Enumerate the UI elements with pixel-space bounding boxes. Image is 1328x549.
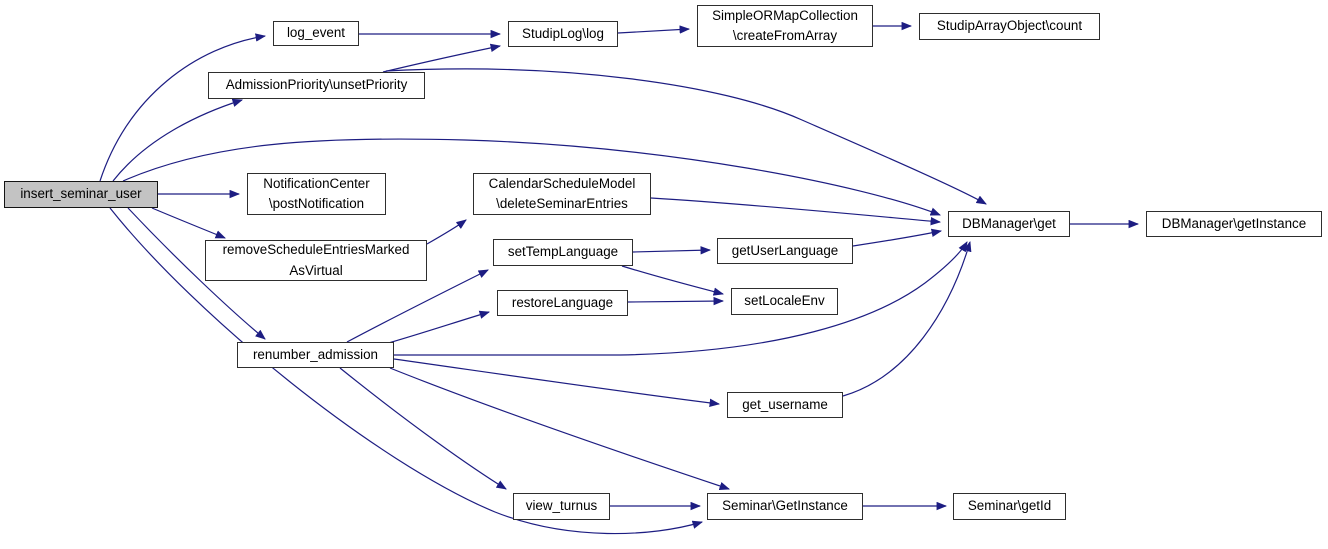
node-label-line: CalendarScheduleModel: [488, 175, 636, 191]
node-label-line: view_turnus: [525, 498, 598, 514]
node-get-username[interactable]: get_username: [727, 392, 843, 418]
node-studip-log-log[interactable]: StudipLog\log: [508, 21, 618, 47]
node-notification-center-post-notification[interactable]: NotificationCenter \postNotification: [247, 173, 386, 215]
node-log-event[interactable]: log_event: [273, 21, 359, 46]
edge-admission-priority-unset-priority-to-db-manager-get: [385, 68, 987, 205]
node-view-turnus[interactable]: view_turnus: [513, 493, 610, 520]
node-label-line: SimpleORMapCollection: [712, 7, 858, 23]
node-db-manager-get[interactable]: DBManager\get: [948, 211, 1070, 237]
node-studip-array-object-count[interactable]: StudipArrayObject\count: [919, 13, 1100, 40]
edge-renumber-admission-to-view-turnus: [339, 367, 507, 490]
node-seminar-get-id[interactable]: Seminar\getId: [953, 493, 1066, 520]
edge-admission-priority-unset-priority-to-studip-log-log: [382, 43, 502, 73]
node-label-line: log_event: [286, 25, 346, 41]
node-simple-ormap-collection-create-from-array[interactable]: SimpleORMapCollection \createFromArray: [697, 5, 873, 47]
edge-remove-schedule-entries-marked-as-virtual-to-calendar-schedule-model-delete-seminar-entries: [426, 219, 467, 245]
node-label-line: insert_seminar_user: [20, 186, 142, 202]
node-label-line: NotificationCenter: [263, 175, 370, 191]
edge-insert-seminar-user-to-db-manager-get: [122, 138, 941, 216]
node-set-temp-language[interactable]: setTempLanguage: [493, 239, 633, 266]
edge-calendar-schedule-model-delete-seminar-entries-to-db-manager-get: [650, 197, 942, 226]
node-label-line: \createFromArray: [732, 28, 838, 43]
node-renumber-admission[interactable]: renumber_admission: [237, 342, 394, 368]
node-label-line: restoreLanguage: [511, 294, 614, 310]
edge-get-user-language-to-db-manager-get: [852, 228, 943, 247]
node-db-manager-get-instance[interactable]: DBManager\getInstance: [1146, 211, 1322, 237]
edge-renumber-admission-to-set-temp-language: [346, 269, 489, 343]
edge-insert-seminar-user-to-remove-schedule-entries-marked-as-virtual: [151, 207, 226, 239]
edge-insert-seminar-user-to-seminar-get-instance: [109, 207, 704, 535]
node-label-line: removeScheduleEntriesMarked: [222, 242, 410, 258]
node-seminar-get-instance[interactable]: Seminar\GetInstance: [707, 493, 863, 520]
node-label-line: setTempLanguage: [507, 244, 619, 260]
edge-set-temp-language-to-get-user-language: [632, 246, 712, 255]
node-label-line: DBManager\getInstance: [1161, 215, 1307, 231]
node-insert-seminar-user: insert_seminar_user: [4, 181, 158, 208]
node-label-line: StudipLog\log: [522, 25, 604, 41]
edge-studip-log-log-to-simple-ormap-collection-create-from-array: [617, 25, 691, 34]
node-label-line: \deleteSeminarEntries: [496, 196, 628, 211]
node-label-line: \postNotification: [268, 196, 365, 211]
node-calendar-schedule-model-delete-seminar-entries[interactable]: CalendarScheduleModel \deleteSeminarEntri…: [473, 173, 651, 215]
node-admission-priority-unset-priority[interactable]: AdmissionPriority\unsetPriority: [208, 72, 425, 99]
edge-insert-seminar-user-to-log-event: [99, 33, 267, 182]
node-label-line: AsVirtual: [289, 262, 343, 278]
edge-get-username-to-db-manager-get: [842, 240, 972, 397]
node-get-user-language[interactable]: getUserLanguage: [717, 238, 853, 264]
node-label-line: getUserLanguage: [731, 242, 839, 258]
node-label-line: renumber_admission: [252, 346, 379, 362]
edge-insert-seminar-user-to-admission-priority-unset-priority: [112, 98, 244, 182]
node-label-line: Seminar\GetInstance: [722, 498, 848, 514]
node-label-line: AdmissionPriority\unsetPriority: [225, 77, 408, 93]
edge-renumber-admission-to-db-manager-get: [394, 241, 968, 356]
node-label-line: DBManager\get: [962, 215, 1056, 231]
node-label-line: get_username: [742, 396, 828, 412]
edge-set-temp-language-to-set-locale-env: [621, 265, 725, 296]
edge-restore-language-to-set-locale-env: [627, 296, 725, 306]
edge-renumber-admission-to-restore-language: [384, 310, 491, 345]
node-label-line: StudipArrayObject\count: [936, 18, 1083, 34]
node-restore-language[interactable]: restoreLanguage: [497, 290, 628, 316]
node-label-line: Seminar\getId: [967, 498, 1052, 514]
edge-renumber-admission-to-seminar-get-instance: [389, 367, 730, 490]
edge-renumber-admission-to-get-username: [393, 358, 721, 408]
node-set-locale-env[interactable]: setLocaleEnv: [731, 288, 838, 315]
edge-insert-seminar-user-to-renumber-admission: [127, 207, 266, 340]
node-label-line: setLocaleEnv: [744, 293, 825, 309]
